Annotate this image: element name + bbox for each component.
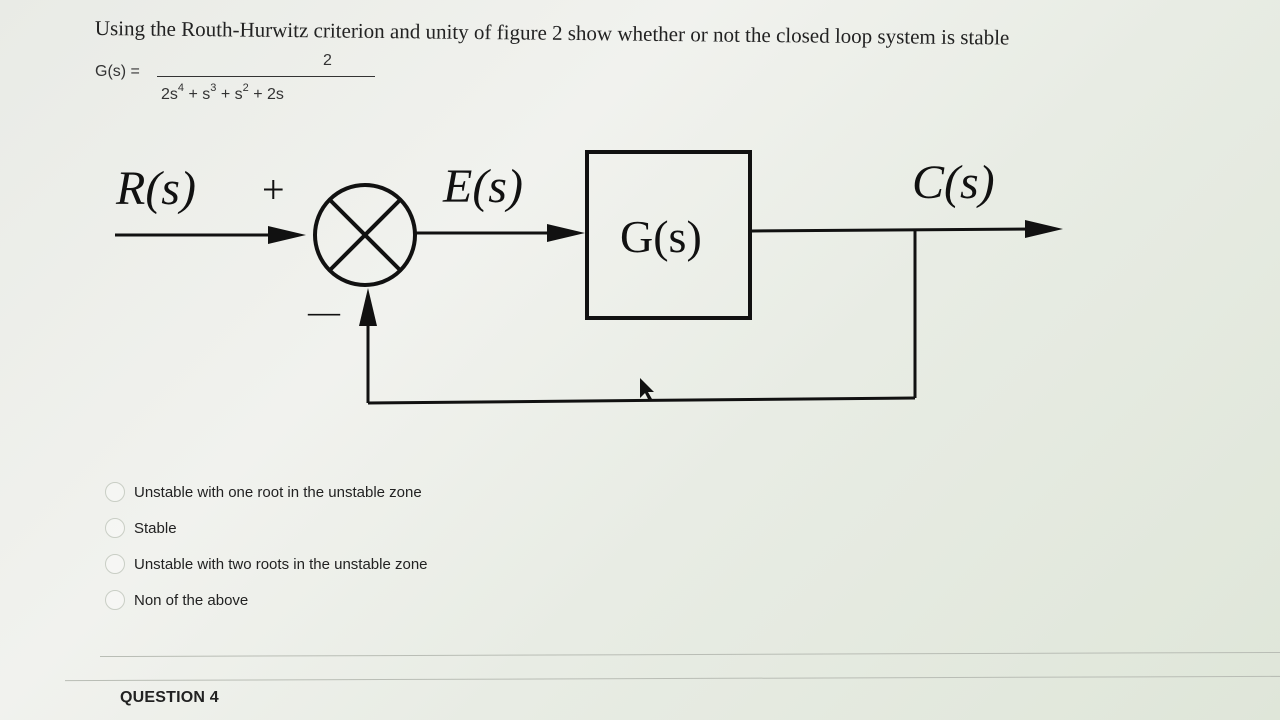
- transfer-function: G(s) = 2 2s4 + s3 + s2 + 2s: [95, 52, 375, 112]
- tf-numerator: 2: [323, 52, 332, 69]
- den-term-coef: 2s: [161, 86, 178, 103]
- minus-sign: —: [307, 293, 341, 329]
- option-label: Unstable with two roots in the unstable …: [134, 555, 428, 573]
- input-arrowhead: [268, 226, 306, 244]
- den-term-exp: 3: [210, 82, 217, 94]
- feedback-arrowhead: [359, 288, 377, 326]
- mouse-cursor-icon: [640, 378, 654, 401]
- option-label: Unstable with one root in the unstable z…: [134, 483, 422, 501]
- question-divider: [100, 651, 1280, 658]
- junction-cross-b: [328, 198, 402, 272]
- den-term-exp: 4: [177, 82, 185, 94]
- den-op: +: [220, 86, 231, 103]
- option-none-of-above[interactable]: Non of the above: [105, 582, 428, 618]
- plus-sign: +: [262, 167, 285, 212]
- den-term-coef: 2s: [267, 86, 284, 103]
- option-stable[interactable]: Stable: [105, 510, 428, 546]
- error-arrowhead: [547, 224, 585, 242]
- g-block: [585, 150, 752, 320]
- tf-lhs: G(s) =: [95, 63, 140, 80]
- option-unstable-one-root[interactable]: Unstable with one root in the unstable z…: [105, 474, 428, 510]
- tf-denominator: 2s4 + s3 + s2 + 2s: [161, 82, 284, 104]
- block-diagram: R(s) + — E(s) G(s) C(s): [115, 150, 1063, 405]
- question-divider: [65, 675, 1280, 682]
- output-arrowhead: [1025, 220, 1063, 238]
- output-label: C(s): [912, 156, 995, 209]
- den-term-exp: 2: [242, 82, 249, 94]
- radio-button[interactable]: [105, 554, 125, 574]
- den-term-coef: s: [202, 86, 211, 103]
- radio-button[interactable]: [105, 590, 125, 610]
- tf-fraction-bar: [157, 76, 375, 77]
- summing-junction: [313, 183, 417, 287]
- question-title: Using the Routh-Hurwitz criterion and un…: [94, 16, 1010, 50]
- den-term-coef: s: [234, 86, 243, 103]
- feedback-bottom-line: [367, 396, 916, 405]
- option-label: Stable: [134, 519, 177, 537]
- radio-button[interactable]: [105, 518, 125, 538]
- input-label: R(s): [115, 162, 196, 215]
- den-op: +: [188, 86, 198, 103]
- option-unstable-two-roots[interactable]: Unstable with two roots in the unstable …: [105, 546, 428, 582]
- next-question-heading: QUESTION 4: [120, 689, 219, 706]
- error-label: E(s): [442, 160, 523, 213]
- option-label: Non of the above: [134, 591, 249, 609]
- radio-button[interactable]: [105, 482, 125, 502]
- answer-options: Unstable with one root in the unstable z…: [105, 474, 428, 618]
- block-label: G(s): [620, 211, 702, 262]
- output-signal-line: [751, 227, 1036, 233]
- den-op: +: [253, 86, 263, 103]
